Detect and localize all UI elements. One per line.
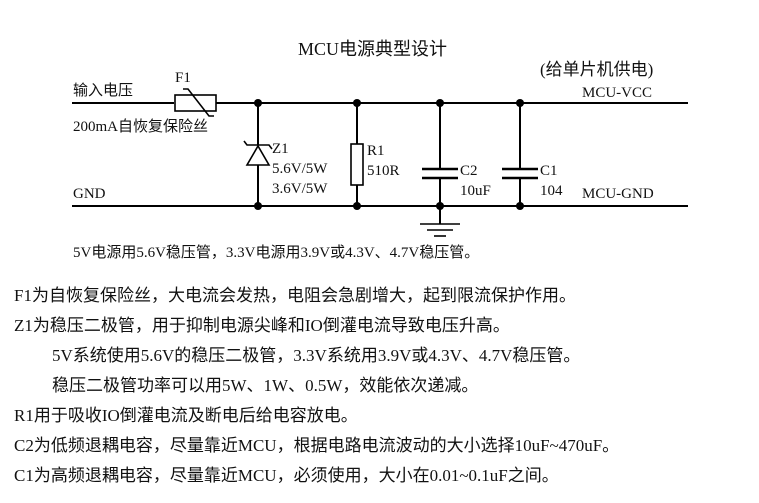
f1-ref-label: F1: [175, 70, 191, 86]
diagram-note: 5V电源用5.6V稳压管，3.3V电源用3.9V或4.3V、4.7V稳压管。: [73, 245, 480, 261]
net-label-mcu-gnd: MCU-GND: [582, 186, 654, 202]
c2-value-label: 10uF: [460, 183, 491, 199]
note-z1-power: 稳压二极管功率可以用5W、1W、0.5W，效能依次递减。: [52, 376, 479, 395]
z1-value1-label: 5.6V/5W: [272, 161, 328, 177]
junction-dot: [436, 202, 444, 210]
z1-ref-label: Z1: [272, 141, 289, 157]
junction-dot: [516, 99, 524, 107]
junction-dot: [516, 202, 524, 210]
net-label-mcu-vcc: MCU-VCC: [582, 85, 653, 101]
net-label-gnd: GND: [73, 186, 106, 202]
diagram-title: MCU电源典型设计: [298, 39, 448, 59]
c1-value-label: 104: [540, 183, 563, 199]
junction-dot: [353, 202, 361, 210]
z1-value2-label: 3.6V/5W: [272, 181, 328, 197]
junction-dot: [436, 99, 444, 107]
r1-value-label: 510R: [367, 163, 400, 179]
junction-dot: [254, 202, 262, 210]
c1-ref-label: C1: [540, 163, 558, 179]
fuse-f1-ptc-slash: [183, 88, 214, 117]
fuse-f1-symbol: [174, 94, 217, 112]
f1-desc-label: 200mA自恢复保险丝: [73, 119, 209, 135]
supply-note: (给单片机供电): [540, 60, 654, 79]
r1-ref-label: R1: [367, 143, 385, 159]
zener-z1-bar: [243, 140, 273, 150]
note-c1: C1为高频退耦电容，尽量靠近MCU，必须使用，大小在0.01~0.1uF之间。: [14, 466, 559, 485]
junction-dot: [254, 99, 262, 107]
note-c2: C2为低频退耦电容，尽量靠近MCU，根据电路电流波动的大小选择10uF~470u…: [14, 436, 620, 455]
note-z1-voltage: 5V系统使用5.6V的稳压二极管，3.3V系统用3.9V或4.3V、4.7V稳压…: [52, 346, 581, 365]
note-f1: F1为自恢复保险丝，大电流会发热，电阻会急剧增大，起到限流保护作用。: [14, 286, 576, 305]
zener-z1-symbol: [245, 144, 271, 166]
note-r1: R1用于吸收IO倒灌电流及断电后给电容放电。: [14, 406, 358, 425]
net-label-input: 输入电压: [73, 83, 134, 99]
c2-ref-label: C2: [460, 163, 478, 179]
resistor-r1-symbol: [350, 143, 364, 186]
junction-dot: [353, 99, 361, 107]
note-z1: Z1为稳压二极管，用于抑制电源尖峰和IO倒灌电流导致电压升高。: [14, 316, 510, 335]
